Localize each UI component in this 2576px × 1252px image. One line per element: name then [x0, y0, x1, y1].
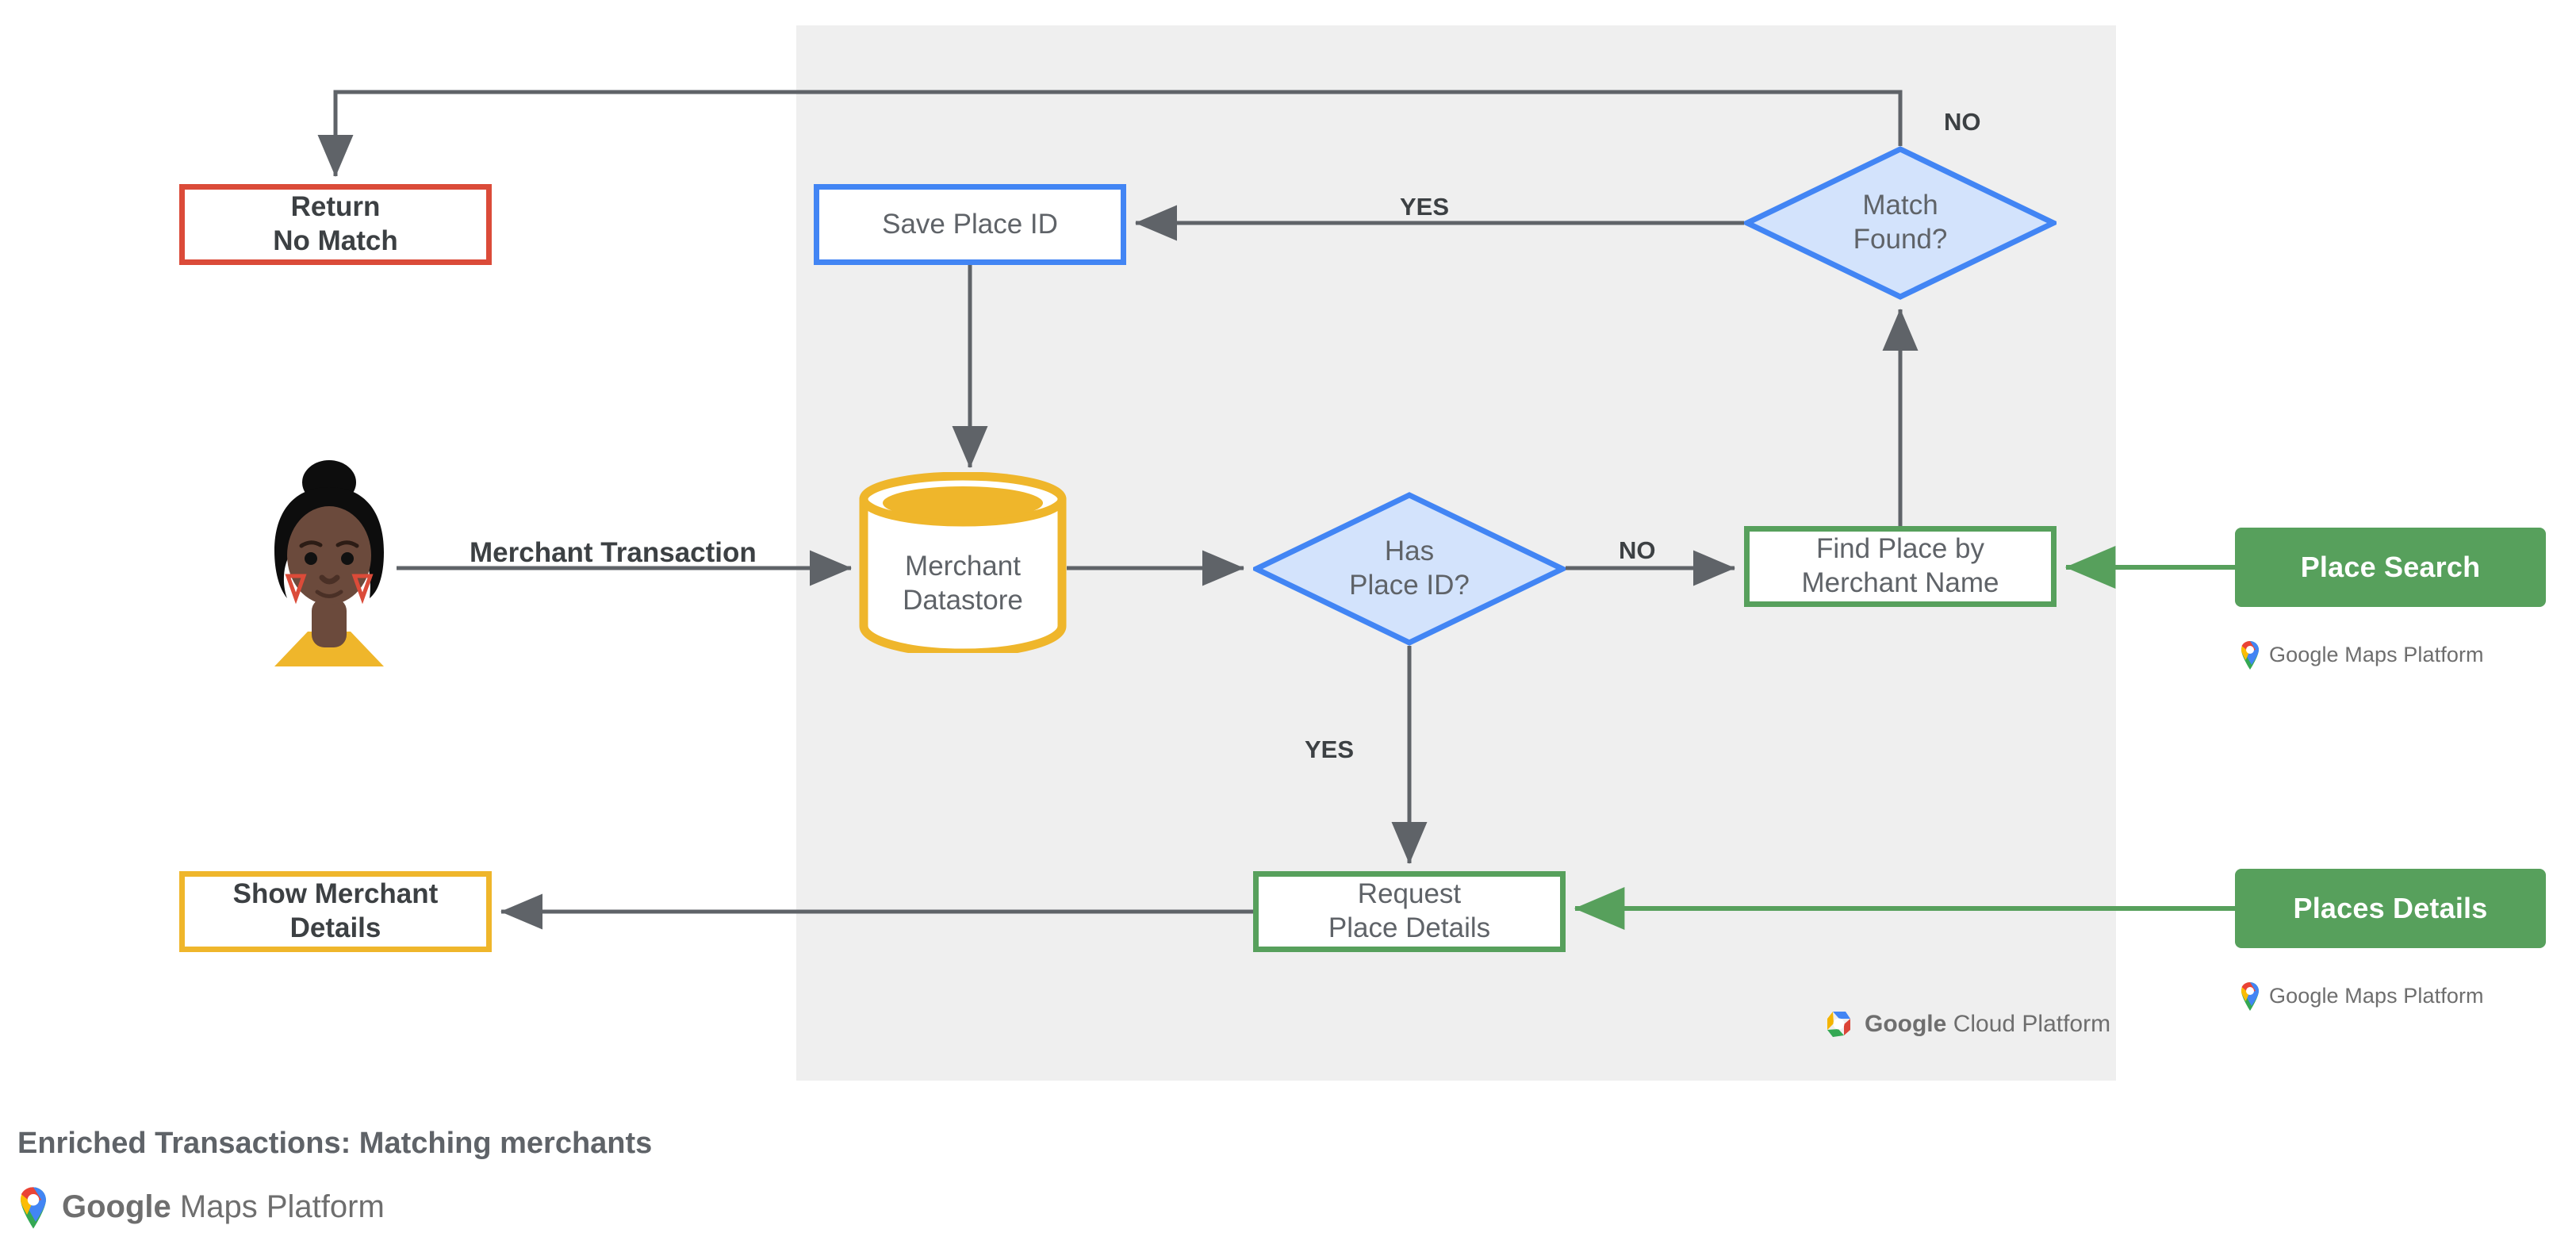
google-maps-platform-attribution-place-search: Google Maps Platform: [2238, 639, 2484, 670]
node-find-place-by-merchant-name[interactable]: Find Place by Merchant Name: [1744, 526, 2057, 607]
attribution-text: Google Maps Platform: [2269, 984, 2484, 1008]
edge-label-has-place-id-yes: YES: [1305, 735, 1355, 763]
brand-maps-platform: Maps Platform: [2344, 642, 2484, 666]
match-found-shape: [1744, 146, 2057, 300]
node-merchant-datastore[interactable]: Merchant Datastore: [859, 472, 1067, 653]
brand-maps-platform: Maps Platform: [2344, 983, 2484, 1008]
google-maps-pin-icon: [21, 1187, 46, 1229]
api-card-places-details[interactable]: Places Details: [2235, 869, 2546, 948]
footer-google-maps-platform-lockup: Google Maps Platform: [16, 1184, 385, 1230]
node-request-place-details-label: Request Place Details: [1328, 878, 1491, 943]
node-has-place-id-label: Has Place ID?: [1349, 536, 1470, 601]
page-title: Enriched Transactions: Matching merchant…: [17, 1127, 653, 1160]
attribution-text: Google Maps Platform: [2269, 643, 2484, 667]
api-card-place-search-label: Place Search: [2300, 551, 2481, 583]
edge-match-found-no: [317, 90, 1903, 178]
node-match-found[interactable]: Match Found?: [1744, 146, 2057, 300]
brand-google: Google: [2269, 642, 2339, 666]
google-maps-platform-attribution-places-details: Google Maps Platform: [2238, 980, 2484, 1012]
google-cloud-hex-icon: [1827, 1012, 1850, 1037]
node-save-place-id[interactable]: Save Place ID: [814, 184, 1126, 265]
node-show-merchant-details[interactable]: Show Merchant Details: [179, 871, 492, 952]
brand-cloud-platform: Cloud Platform: [1953, 1011, 2111, 1037]
brand-google: Google: [62, 1189, 171, 1224]
brand-google: Google: [2269, 983, 2339, 1008]
user-avatar-icon: [262, 459, 397, 677]
node-show-merchant-details-label: Show Merchant Details: [232, 878, 439, 943]
google-maps-pin-icon: [2241, 981, 2259, 1011]
datastore-cylinder-shape: [859, 472, 1067, 653]
node-merchant-datastore-label: Merchant Datastore: [903, 551, 1023, 616]
brand-google: Google: [1865, 1011, 1947, 1037]
footer-attribution-text: Google Maps Platform: [62, 1189, 385, 1225]
node-has-place-id[interactable]: Has Place ID?: [1253, 492, 1566, 646]
edge-label-merchant-transaction: Merchant Transaction: [470, 537, 757, 568]
edge-label-match-found-yes: YES: [1400, 193, 1450, 221]
edge-label-match-found-no: NO: [1944, 108, 1981, 136]
node-match-found-label: Match Found?: [1853, 190, 1948, 255]
has-place-id-shape: [1253, 492, 1566, 646]
node-find-place-by-merchant-name-label: Find Place by Merchant Name: [1801, 533, 1999, 598]
attribution-text: Google Cloud Platform: [1865, 1011, 2110, 1038]
node-save-place-id-label: Save Place ID: [882, 208, 1058, 240]
google-maps-pin-icon: [2241, 640, 2259, 670]
google-cloud-platform-attribution: Google Cloud Platform: [1823, 1009, 2110, 1039]
api-card-places-details-label: Places Details: [2293, 892, 2488, 924]
api-card-place-search[interactable]: Place Search: [2235, 528, 2546, 607]
brand-maps-platform: Maps Platform: [179, 1189, 385, 1224]
node-return-no-match[interactable]: Return No Match: [179, 184, 492, 265]
edge-label-has-place-id-no: NO: [1619, 536, 1656, 564]
node-return-no-match-label: Return No Match: [273, 191, 398, 256]
node-request-place-details[interactable]: Request Place Details: [1253, 871, 1566, 952]
